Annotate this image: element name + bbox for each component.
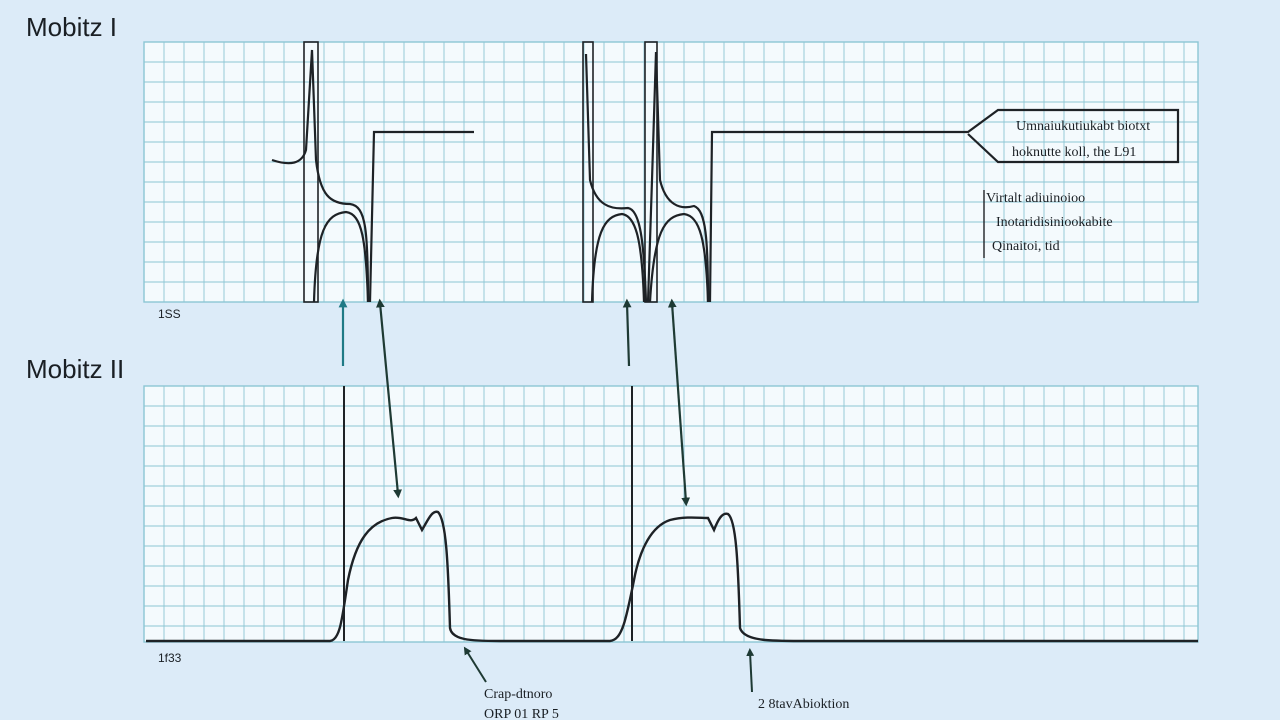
beat-3-plateau-callout xyxy=(708,108,1180,303)
beat-3-lower-loop xyxy=(648,212,710,303)
bottom-strip-title: Mobitz II xyxy=(26,354,124,384)
side-note-line-2: Inotaridisiniookabite xyxy=(996,215,1113,230)
top-strip-title: Mobitz I xyxy=(26,12,117,42)
arrow-up-icon xyxy=(622,298,632,367)
top-ecg-trace xyxy=(271,41,1180,303)
callout-line-2: hoknutte koll, the L91 xyxy=(1012,145,1136,160)
side-note-line-3: Qinaitoi, tid xyxy=(992,239,1060,254)
arrow-down-icon xyxy=(667,298,691,507)
callout-line-1: Umnaiukutiukabt biotxt xyxy=(1016,119,1150,134)
grid-background xyxy=(143,385,1199,643)
top-ecg-grid xyxy=(143,41,1199,303)
beat-2-lower-loop xyxy=(590,212,646,303)
arrow-up-icon xyxy=(463,646,487,683)
bottom-caption-right: 2 8tavAbioktion xyxy=(758,697,849,712)
side-note-line-1: Virtalt adiuinoioo xyxy=(986,191,1085,206)
arrow-down-icon xyxy=(376,298,402,499)
bottom-ecg-grid xyxy=(143,385,1199,643)
arrow-up-icon xyxy=(746,648,755,693)
beat-2-waveform xyxy=(584,53,648,303)
bottom-corner-label: 1f33 xyxy=(158,651,182,665)
bottom-caption-left-2: ORP 01 RP 5 xyxy=(484,707,559,720)
bottom-ecg-trace xyxy=(146,386,1198,643)
beat-3-waveform xyxy=(646,51,710,303)
beat-1-lower-loop xyxy=(312,210,370,303)
beat-1-waveform xyxy=(271,49,370,303)
bottom-caption-left-1: Crap-dtnoro xyxy=(484,687,552,702)
top-corner-label: 1SS xyxy=(158,307,181,321)
grid-background xyxy=(143,41,1199,303)
bottom-waveform xyxy=(146,510,1198,643)
beat-1-plateau xyxy=(368,130,474,303)
qrs-marker-box xyxy=(582,41,594,303)
